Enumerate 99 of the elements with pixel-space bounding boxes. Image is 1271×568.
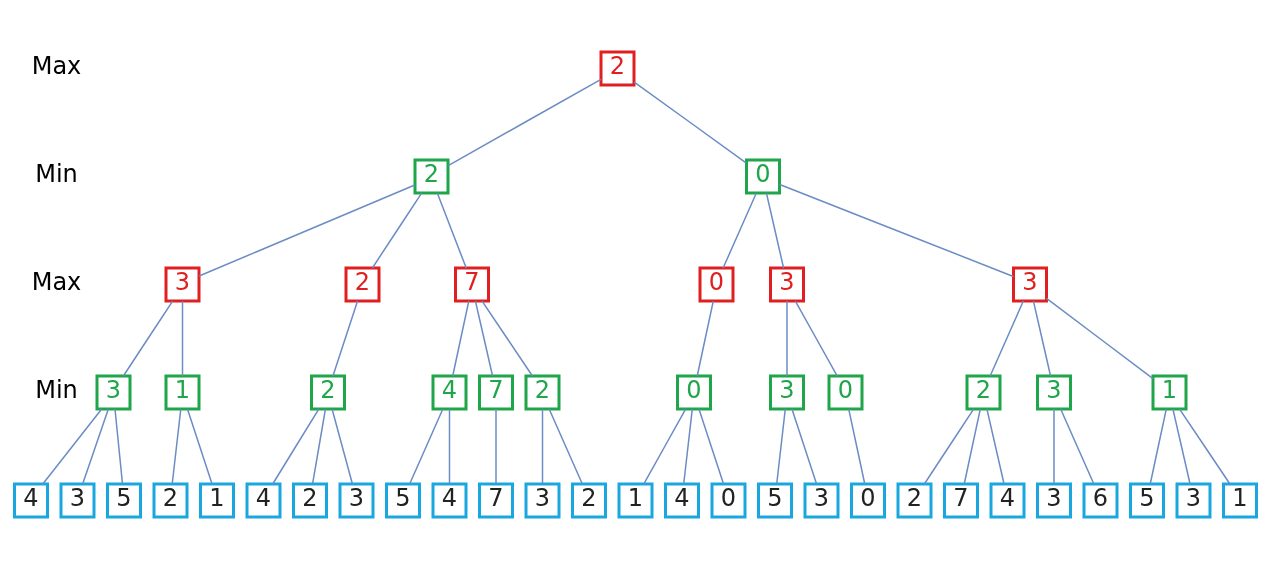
connector — [923, 407, 975, 485]
node-box: 4 — [13, 482, 49, 518]
connector — [181, 299, 184, 377]
connector — [1149, 407, 1168, 485]
node-box: 3 — [1175, 482, 1212, 518]
node-box: 4 — [989, 482, 1026, 518]
connector — [986, 407, 1005, 485]
node-box: 3 — [1036, 374, 1072, 410]
node-box: 3 — [164, 266, 201, 302]
connector — [436, 191, 467, 269]
node-box: 7 — [478, 374, 514, 410]
connector — [548, 407, 584, 485]
connector — [42, 407, 103, 485]
node-box: 7 — [454, 266, 490, 302]
node-box: 3 — [1036, 482, 1072, 518]
node-box: 2 — [524, 374, 561, 410]
node-box: 1 — [1222, 482, 1258, 518]
node-box: 3 — [95, 374, 132, 410]
connector — [122, 299, 174, 377]
connector — [696, 299, 715, 377]
node-box: 2 — [413, 158, 450, 194]
connector — [408, 407, 444, 485]
node-box: 4 — [664, 482, 700, 518]
node-box: 3 — [1012, 266, 1048, 302]
connector — [643, 407, 687, 485]
node-box: 1 — [199, 482, 235, 518]
node-box: 0 — [850, 482, 886, 518]
connector — [371, 191, 423, 269]
node-box: 2 — [292, 482, 328, 518]
node-box: 5 — [1129, 482, 1165, 518]
node-box: 6 — [1082, 482, 1119, 518]
label: Max — [31, 51, 82, 80]
connector — [272, 407, 320, 485]
connector — [474, 299, 494, 377]
node-box: 2 — [571, 482, 607, 518]
connector — [541, 407, 544, 485]
node-box: 5 — [106, 482, 142, 518]
connector — [786, 299, 788, 377]
node-box: 4 — [431, 374, 468, 410]
connector — [171, 407, 182, 485]
node-box: 2 — [344, 266, 381, 302]
connector — [778, 183, 1015, 277]
node-box: 4 — [431, 482, 468, 518]
node-box: 1 — [1151, 374, 1188, 410]
node-box: 4 — [245, 482, 282, 518]
connector — [114, 407, 124, 485]
node-box: 7 — [478, 482, 514, 518]
connector — [451, 299, 470, 377]
connector — [682, 407, 694, 485]
connector — [794, 299, 838, 377]
connector — [332, 299, 359, 377]
connector — [1178, 407, 1231, 485]
connector — [1059, 407, 1095, 485]
node-box: 2 — [310, 374, 346, 410]
connector — [1053, 407, 1055, 485]
connector — [447, 78, 602, 166]
node-box: 1 — [164, 374, 201, 410]
node-box: 3 — [769, 374, 805, 410]
node-box: 0 — [827, 374, 864, 410]
connector — [331, 407, 354, 485]
connector — [989, 299, 1025, 377]
node-box: 0 — [698, 266, 735, 302]
connector — [186, 407, 213, 485]
connector — [765, 191, 785, 269]
node-box: 7 — [943, 482, 979, 518]
connector — [847, 407, 866, 485]
connector — [198, 183, 416, 277]
node-box: 5 — [757, 482, 793, 518]
connector — [1045, 297, 1154, 379]
node-box: 0 — [710, 482, 747, 518]
connector — [311, 407, 327, 485]
connector — [633, 80, 747, 163]
connector — [775, 407, 787, 485]
node-box: 2 — [896, 482, 933, 518]
node-box: 2 — [152, 482, 189, 518]
node-box: 2 — [965, 374, 1002, 410]
label: Max — [31, 267, 82, 296]
node-box: 0 — [745, 158, 781, 194]
label: Min — [35, 375, 78, 404]
connector — [698, 407, 725, 485]
node-box: 3 — [59, 482, 96, 518]
node-box: 3 — [803, 482, 840, 518]
connector — [81, 407, 110, 485]
node-box: 3 — [769, 266, 805, 302]
connector — [963, 407, 982, 485]
connector — [1172, 407, 1191, 485]
connector — [481, 299, 534, 377]
node-box: 3 — [338, 482, 375, 518]
node-box: 1 — [617, 482, 654, 518]
node-box: 5 — [385, 482, 421, 518]
node-box: 0 — [676, 374, 712, 410]
connector — [791, 407, 818, 485]
node-box: 2 — [599, 50, 636, 86]
connector — [722, 191, 758, 269]
connector — [1032, 299, 1052, 377]
node-box: 3 — [524, 482, 561, 518]
connector — [448, 407, 451, 485]
label: Min — [35, 159, 78, 188]
connector — [495, 407, 497, 485]
